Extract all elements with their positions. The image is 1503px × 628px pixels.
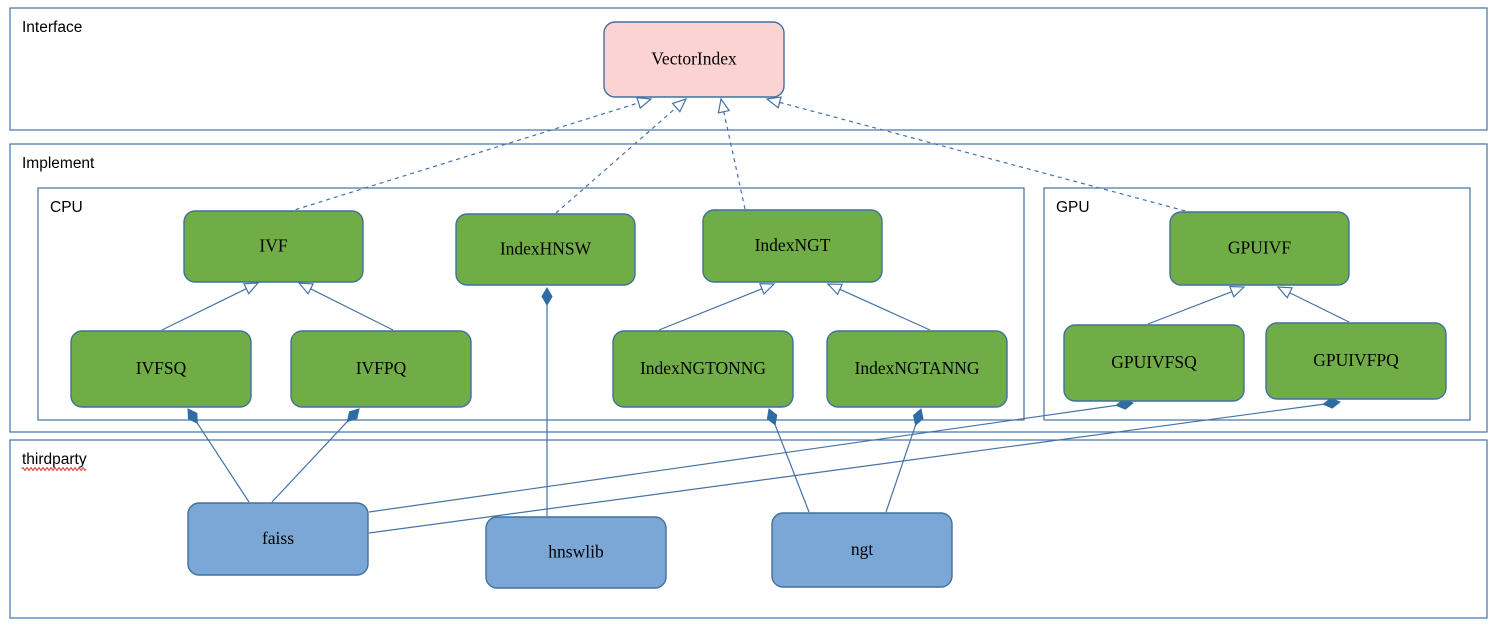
edges (161, 96, 1350, 534)
node-indexngt-rect[interactable] (702, 209, 883, 283)
node-ivf[interactable]: IVF (183, 210, 364, 283)
node-ivfsq-label: IVFSQ (136, 358, 187, 378)
node-indexhnsw[interactable]: IndexHNSW (455, 213, 636, 286)
node-ivfsq[interactable]: IVFSQ (70, 330, 252, 408)
edge-gpuivfpq-to-gpuivf (1276, 286, 1350, 323)
node-ivfpq-label: IVFPQ (356, 358, 407, 378)
node-vectorindex[interactable]: VectorIndex (603, 21, 785, 98)
node-vectorindex-rect[interactable] (603, 21, 785, 98)
edge-indexhnsw-to-vectorindex (555, 97, 688, 214)
node-gpuivf[interactable]: GPUIVF (1169, 211, 1350, 286)
hollow-triangle-arrowhead-icon (717, 97, 731, 114)
edge-line (658, 288, 763, 331)
edge-line (310, 288, 394, 331)
node-hnswlib-rect[interactable] (485, 516, 667, 589)
edge-line (723, 111, 746, 210)
node-ivf-label: IVF (259, 236, 287, 256)
edge-hnswlib-to-indexhnsw (541, 287, 553, 516)
node-indexngtonng-label: IndexNGTONNG (640, 358, 766, 378)
edge-ivfpq-to-ivf (297, 282, 394, 331)
node-ivf-rect[interactable] (183, 210, 364, 283)
node-ivfpq[interactable]: IVFPQ (290, 330, 472, 408)
node-vectorindex-label: VectorIndex (651, 49, 737, 69)
edge-line (839, 288, 931, 331)
node-hnswlib[interactable]: hnswlib (485, 516, 667, 589)
group-gpu-label: GPU (1056, 199, 1090, 216)
hollow-triangle-arrowhead-icon (758, 283, 776, 295)
hollow-triangle-arrowhead-icon (765, 96, 782, 109)
node-gpuivf-rect[interactable] (1169, 211, 1350, 286)
hollow-triangle-arrowhead-icon (636, 96, 653, 110)
filled-diamond-arrowhead-icon (541, 287, 553, 306)
node-gpuivfsq-rect[interactable] (1063, 324, 1245, 402)
group-implement-label: Implement (22, 155, 95, 172)
edge-ivfsq-to-ivf (161, 282, 260, 331)
edge-ivf-to-vectorindex (287, 96, 653, 213)
hollow-triangle-arrowhead-icon (297, 282, 315, 295)
node-ivfpq-rect[interactable] (290, 330, 472, 408)
edge-ngt-to-indexngtanng (885, 408, 924, 513)
node-gpuivfpq[interactable]: GPUIVFPQ (1265, 322, 1447, 400)
node-indexngtanng-label: IndexNGTANNG (855, 358, 980, 378)
edge-line (287, 102, 639, 213)
node-indexngtonng-rect[interactable] (612, 330, 794, 408)
edge-line (368, 403, 1324, 534)
edge-line (161, 288, 247, 331)
node-faiss-label: faiss (262, 528, 294, 548)
edge-gpuivfsq-to-gpuivf (1147, 285, 1246, 325)
group-interface-label: Interface (22, 19, 82, 36)
edge-indexngt-to-vectorindex (717, 97, 746, 210)
node-ngt-rect[interactable] (771, 512, 953, 588)
node-gpuivf-label: GPUIVF (1228, 238, 1291, 258)
node-faiss-rect[interactable] (187, 502, 369, 576)
node-indexngtanng-rect[interactable] (826, 330, 1008, 408)
node-indexhnsw-label: IndexHNSW (500, 239, 592, 259)
edge-line (1147, 291, 1233, 325)
node-gpuivfpq-rect[interactable] (1265, 322, 1447, 400)
edge-indexngtonng-to-indexngt (658, 283, 776, 331)
node-indexhnsw-rect[interactable] (455, 213, 636, 286)
filled-diamond-arrowhead-icon (912, 408, 924, 427)
edge-line (1289, 292, 1350, 323)
filled-diamond-arrowhead-icon (187, 408, 198, 425)
edge-faiss-to-ivfpq (271, 408, 360, 503)
node-indexngt[interactable]: IndexNGT (702, 209, 883, 283)
edge-indexngtanng-to-indexngt (826, 283, 931, 331)
hollow-triangle-arrowhead-icon (1229, 285, 1246, 298)
hollow-triangle-arrowhead-icon (1276, 286, 1294, 299)
node-gpuivfsq-label: GPUIVFSQ (1111, 352, 1197, 372)
hollow-triangle-arrowhead-icon (671, 97, 688, 113)
node-faiss[interactable]: faiss (187, 502, 369, 576)
node-indexngtanng[interactable]: IndexNGTANNG (826, 330, 1008, 408)
node-gpuivfsq[interactable]: GPUIVFSQ (1063, 324, 1245, 402)
edge-gpuivf-to-vectorindex (765, 96, 1194, 214)
edge-ngt-to-indexngtonng (766, 408, 810, 513)
hollow-triangle-arrowhead-icon (826, 283, 844, 296)
node-indexngt-label: IndexNGT (755, 235, 831, 255)
edge-faiss-to-ivfsq (187, 408, 250, 503)
node-hnswlib-label: hnswlib (548, 542, 604, 562)
hollow-triangle-arrowhead-icon (242, 282, 260, 295)
edge-line (368, 404, 1117, 513)
node-indexngtonng[interactable]: IndexNGTONNG (612, 330, 794, 408)
node-ivfsq-rect[interactable] (70, 330, 252, 408)
node-gpuivfpq-label: GPUIVFPQ (1313, 350, 1399, 370)
edge-line (555, 107, 677, 214)
spellcheck-squiggle-icon (21, 467, 87, 471)
group-cpu-label: CPU (50, 199, 83, 216)
filled-diamond-arrowhead-icon (346, 408, 360, 423)
group-thirdparty-label: thirdparty (22, 451, 87, 468)
node-ngt-label: ngt (851, 539, 874, 559)
edge-line (774, 424, 810, 513)
node-ngt[interactable]: ngt (771, 512, 953, 588)
edge-line (196, 422, 250, 503)
filled-diamond-arrowhead-icon (766, 408, 778, 426)
edge-line (271, 421, 348, 503)
edge-line (885, 424, 917, 513)
